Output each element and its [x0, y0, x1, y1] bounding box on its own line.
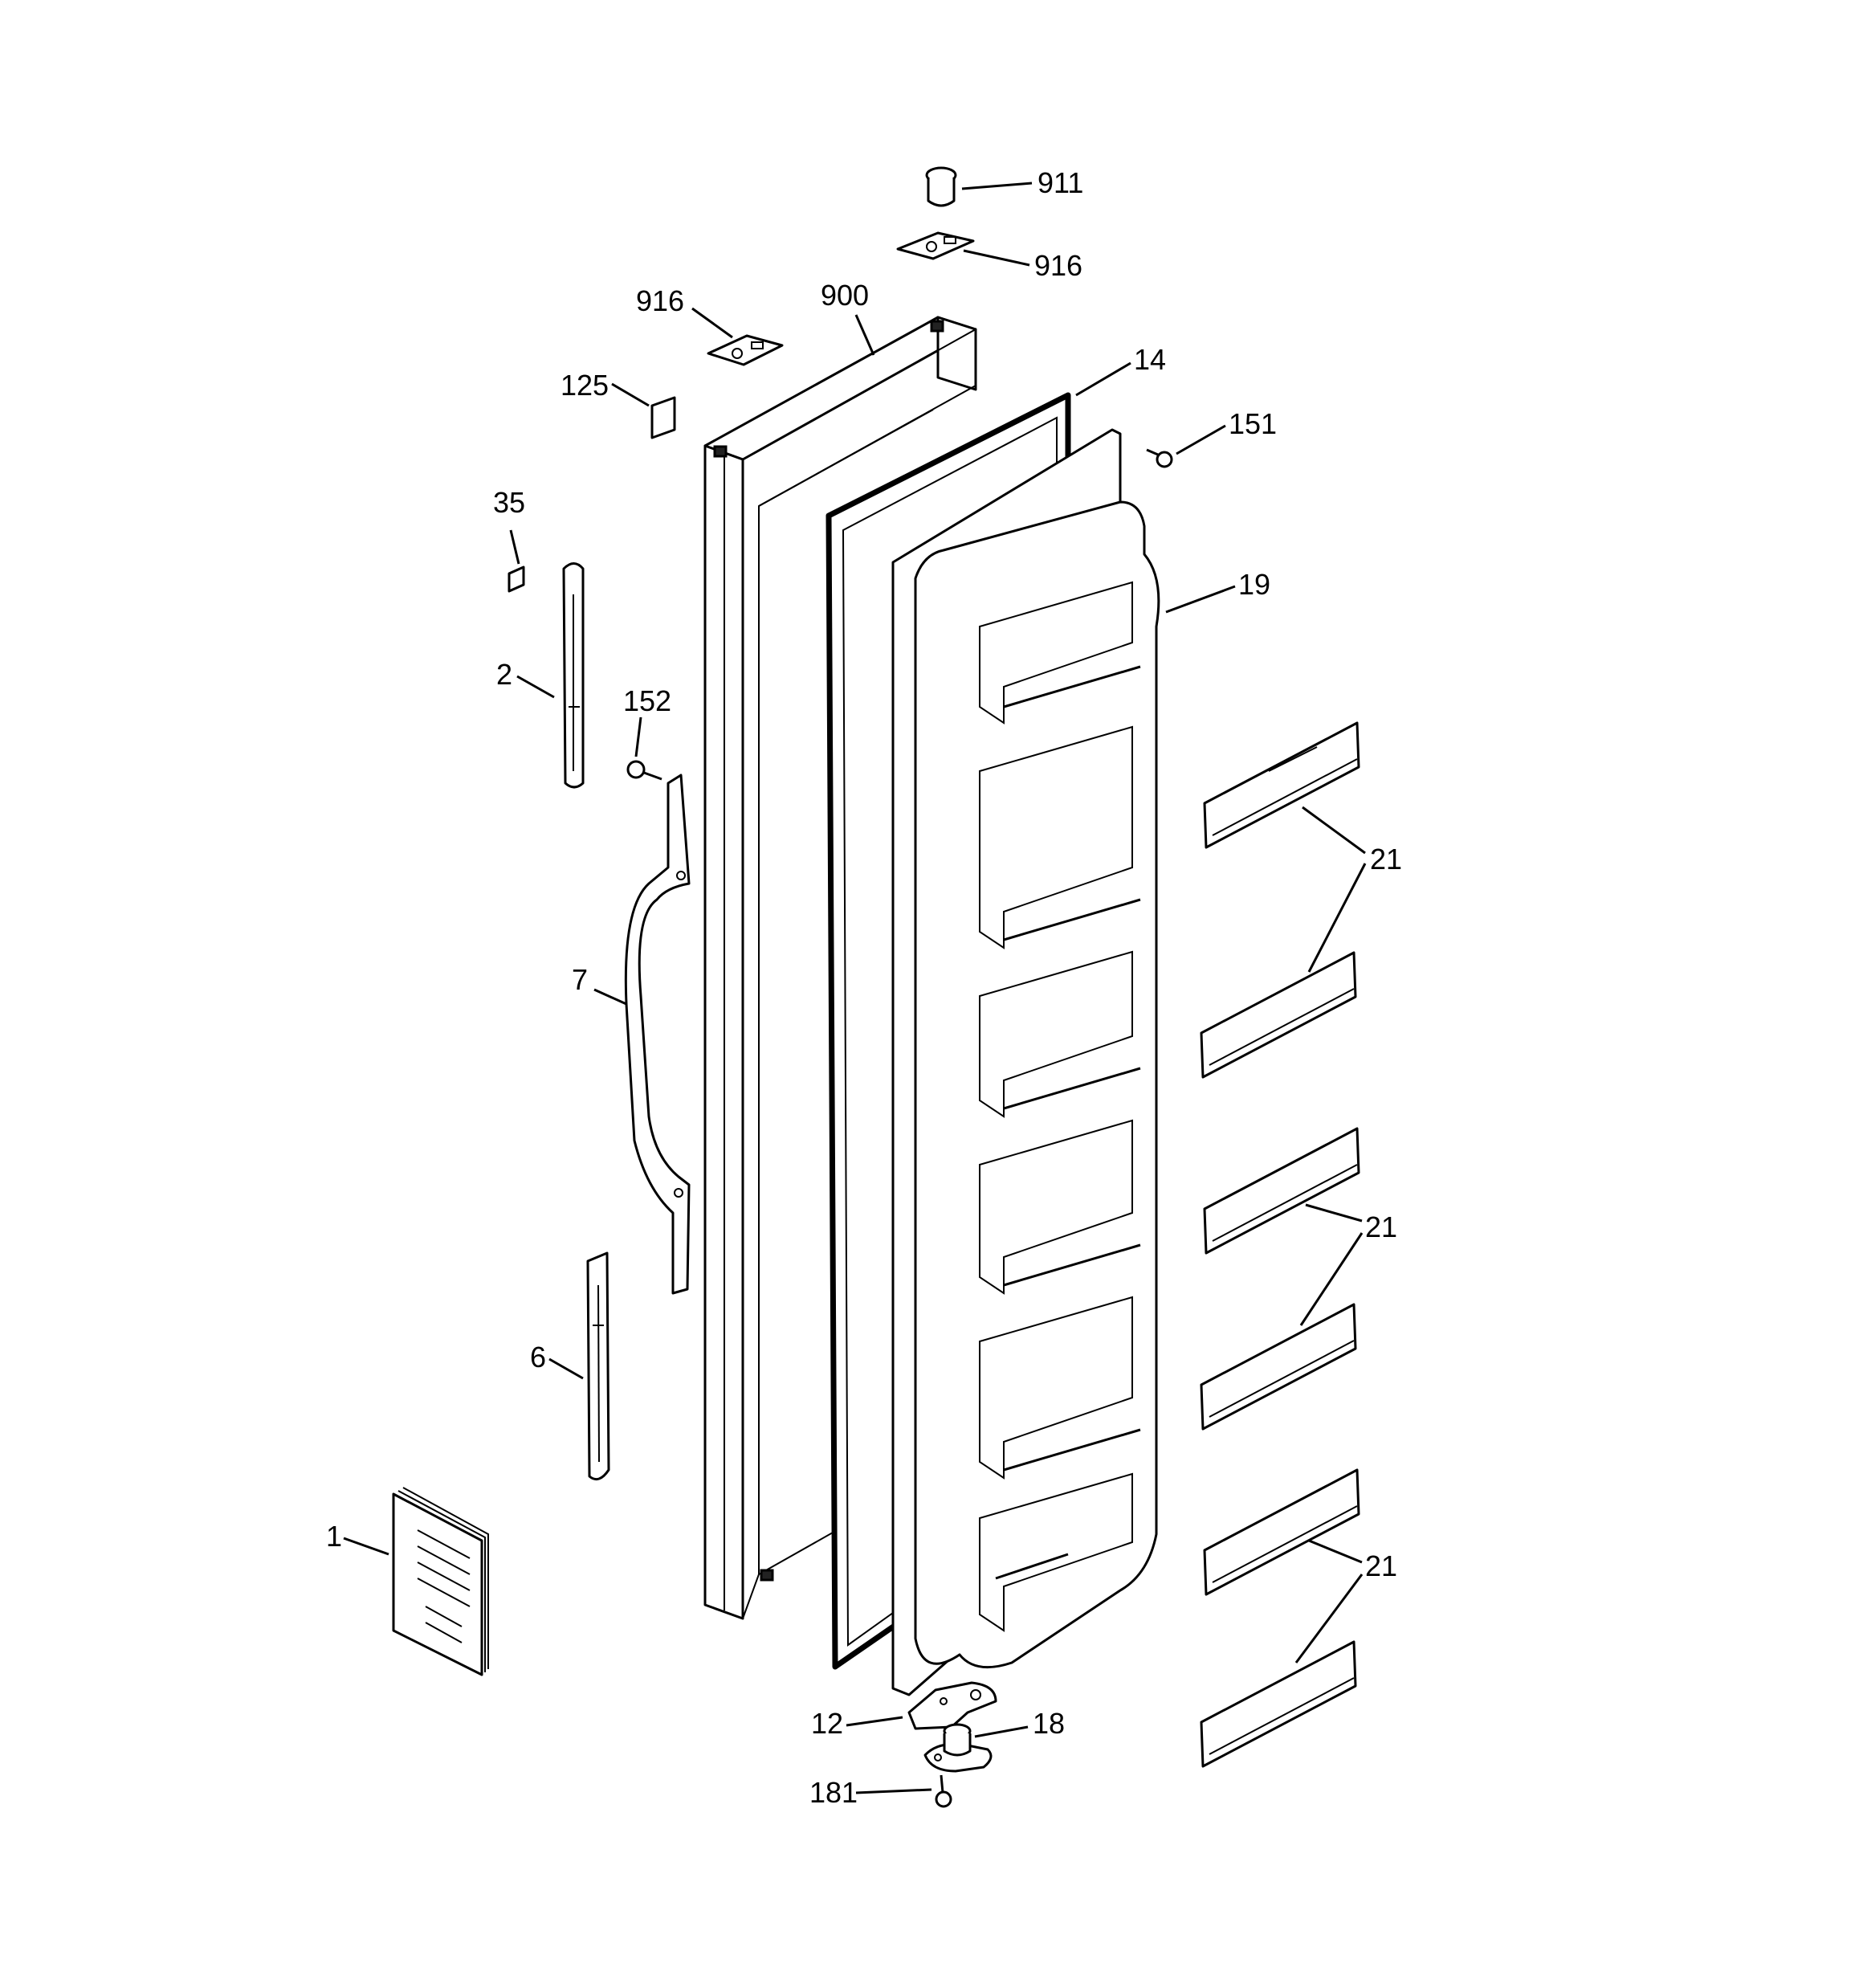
- label-6: 6: [530, 1341, 546, 1374]
- leader-21-c-lower: [1294, 1574, 1364, 1663]
- leader-916-left: [691, 307, 733, 339]
- part-2-handle-trim: [562, 562, 585, 789]
- leader-151: [1176, 424, 1226, 455]
- leader-14: [1075, 361, 1131, 397]
- part-181-screw: [935, 1774, 952, 1808]
- label-911: 911: [1037, 166, 1083, 199]
- leader-6: [548, 1357, 584, 1380]
- part-911-bushing: [925, 166, 957, 207]
- label-1: 1: [326, 1520, 342, 1553]
- label-2: 2: [496, 658, 512, 691]
- part-7-handle: [624, 774, 691, 1295]
- leader-911: [961, 182, 1033, 190]
- leader-18: [974, 1725, 1029, 1738]
- leader-21-b-upper: [1305, 1203, 1363, 1223]
- leader-900: [854, 314, 875, 356]
- part-21-bin-front-3: [1203, 1127, 1360, 1255]
- leader-35: [509, 529, 520, 565]
- leader-7: [593, 988, 627, 1006]
- part-21-bin-front-4: [1200, 1303, 1357, 1431]
- leader-125: [611, 382, 650, 407]
- label-21-b: 21: [1365, 1210, 1397, 1243]
- part-35-cover: [508, 565, 525, 593]
- leader-21-a-upper: [1302, 806, 1366, 855]
- label-125: 125: [561, 369, 609, 402]
- label-900: 900: [821, 279, 869, 312]
- part-21-bin-front-6: [1200, 1640, 1357, 1768]
- leader-19: [1165, 585, 1236, 614]
- part-151-screw: [1146, 448, 1173, 468]
- label-7: 7: [572, 963, 588, 996]
- leader-916-right: [963, 249, 1030, 267]
- label-12: 12: [811, 1707, 843, 1740]
- label-21-c: 21: [1365, 1549, 1397, 1582]
- leader-21-b-lower: [1299, 1232, 1364, 1326]
- part-900-door-shell: [703, 316, 977, 1620]
- part-916-shim-left: [707, 334, 784, 366]
- part-18-hinge-cam: [923, 1723, 993, 1773]
- label-21-a: 21: [1370, 843, 1402, 876]
- part-1-manual: [392, 1487, 489, 1676]
- leader-21-a-lower: [1307, 863, 1367, 973]
- label-152: 152: [623, 684, 671, 717]
- leader-21-c-upper: [1308, 1539, 1363, 1564]
- part-6-handle-trim: [586, 1251, 610, 1481]
- leader-181: [855, 1788, 932, 1794]
- part-21-bin-front-2: [1200, 951, 1357, 1079]
- part-12-hinge-bracket: [907, 1681, 997, 1730]
- leader-2: [516, 675, 555, 699]
- label-916-left: 916: [636, 284, 684, 317]
- label-35: 35: [493, 486, 525, 519]
- leader-1: [343, 1537, 389, 1556]
- label-19: 19: [1238, 568, 1270, 601]
- leader-12: [846, 1716, 903, 1727]
- part-21-bin-front-5: [1203, 1468, 1360, 1596]
- label-14: 14: [1134, 343, 1166, 376]
- part-152-screw: [626, 760, 662, 781]
- label-18: 18: [1033, 1707, 1065, 1740]
- leader-152: [634, 716, 642, 757]
- part-916-shim-right: [896, 231, 975, 260]
- label-916-right: 916: [1034, 249, 1082, 282]
- part-21-bin-front-1: [1203, 721, 1360, 849]
- part-125-plug: [650, 396, 676, 439]
- label-181: 181: [809, 1776, 858, 1809]
- label-151: 151: [1229, 407, 1277, 440]
- part-19-door-liner: [891, 428, 1160, 1696]
